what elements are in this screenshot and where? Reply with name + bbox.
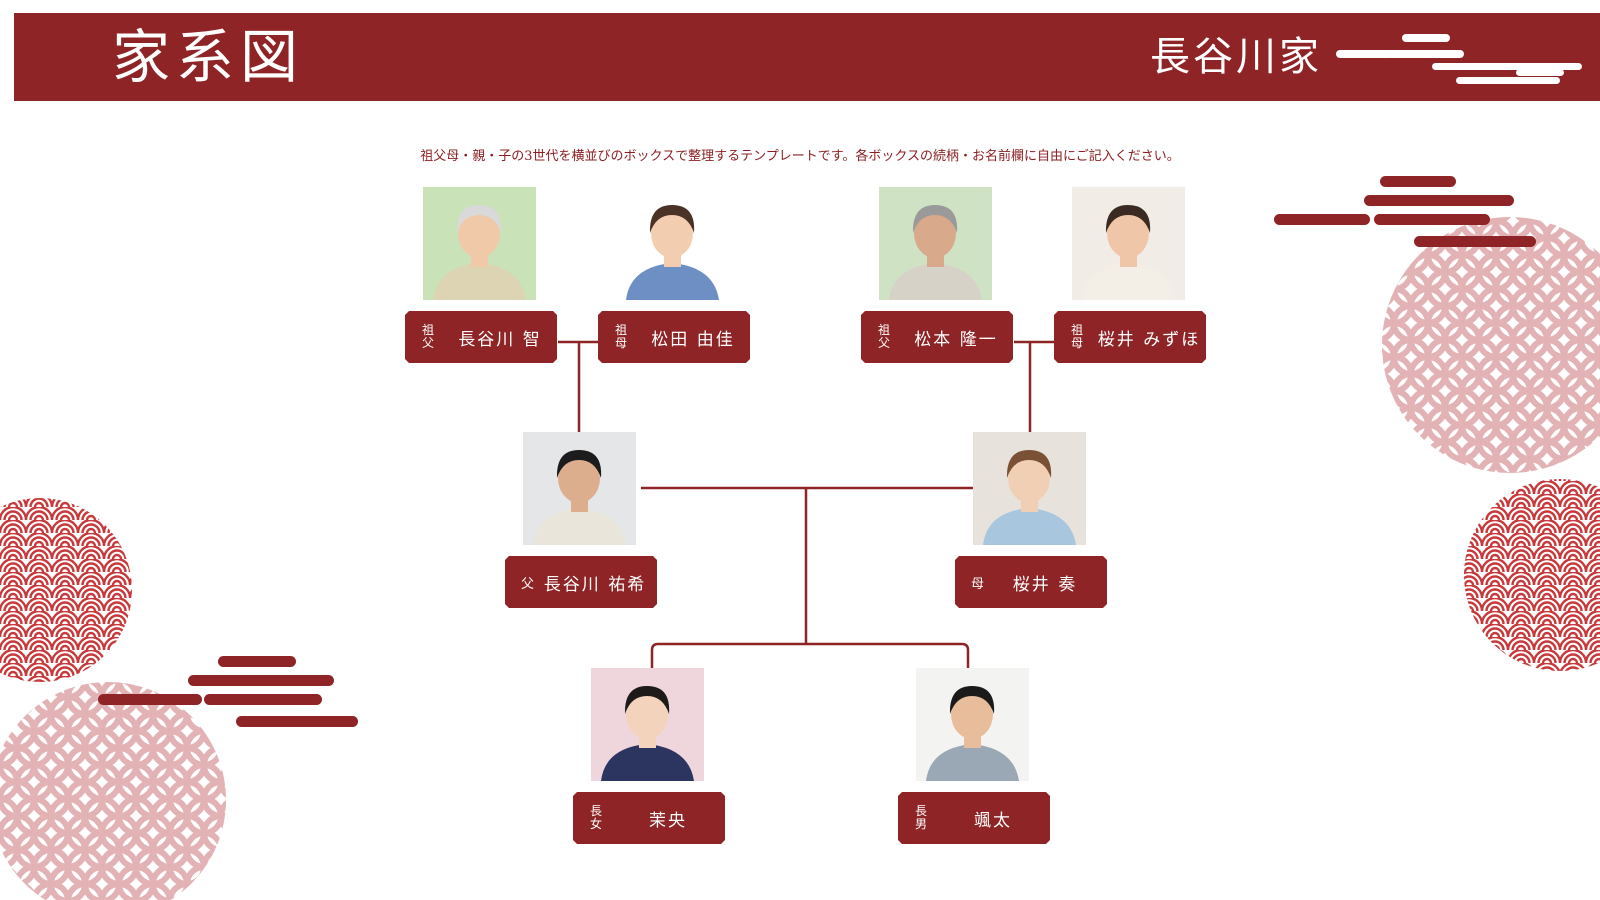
person-hair (649, 205, 695, 233)
portrait-photo (973, 432, 1086, 545)
relation-label: 祖父 (422, 323, 435, 350)
relation-label: 長女 (590, 804, 603, 831)
name-tag[interactable]: 母 桜井 奏 (955, 556, 1107, 608)
person-face (651, 208, 693, 258)
relation-label: 母 (971, 576, 985, 592)
children-branch-line (650, 642, 970, 668)
person-hair (1105, 205, 1151, 233)
person-hair (949, 686, 995, 714)
relation-label: 祖母 (615, 323, 628, 350)
person-body (433, 263, 526, 300)
portrait-photo (916, 668, 1029, 781)
person-hair (456, 205, 502, 233)
portrait-photo (879, 187, 992, 300)
person-hair (556, 450, 602, 478)
page-title: 家系図 (112, 23, 305, 91)
person-body (926, 744, 1019, 781)
name-tag[interactable]: 長女 茉央 (573, 792, 725, 844)
name-tag[interactable]: 祖父 松本 隆一 (861, 311, 1013, 363)
portrait-photo (1072, 187, 1185, 300)
family-name: 長谷川家 (1150, 34, 1322, 80)
header-bar: 家系図 長谷川家 (14, 13, 1600, 101)
name-tag[interactable]: 祖母 桜井 みずほ (1054, 311, 1206, 363)
seigaiha-circle-right (1464, 479, 1600, 671)
person-face (914, 208, 956, 258)
name-tag[interactable]: 祖母 松田 由佳 (598, 311, 750, 363)
person-body (983, 508, 1076, 545)
person-body (889, 263, 982, 300)
person-hair (1006, 450, 1052, 478)
person-body (1082, 263, 1175, 300)
shippo-circle-right (1382, 217, 1600, 473)
name-tag[interactable]: 父 長谷川 祐希 (505, 556, 657, 608)
person-name: 長谷川 祐希 (543, 574, 647, 595)
person-face (558, 453, 600, 503)
name-tag[interactable]: 長男 颯太 (898, 792, 1050, 844)
portrait-photo (616, 187, 729, 300)
person-name: 松田 由佳 (651, 329, 735, 350)
seigaiha-circle-left (0, 498, 132, 682)
cloud-motif-header (1336, 34, 1582, 84)
portrait-photo (523, 432, 636, 545)
person-hair (624, 686, 670, 714)
person-name: 茉央 (649, 810, 687, 831)
name-tag[interactable]: 祖父 長谷川 智 (405, 311, 557, 363)
person-body (533, 508, 626, 545)
person-face (458, 208, 500, 258)
person-body (626, 263, 719, 300)
relation-label: 長男 (915, 804, 928, 831)
person-body (601, 744, 694, 781)
person-face (1107, 208, 1149, 258)
relation-label: 父 (521, 576, 535, 592)
portrait-photo (423, 187, 536, 300)
shippo-circle-left (0, 682, 226, 900)
person-hair (912, 205, 958, 233)
person-name: 松本 隆一 (914, 329, 998, 350)
person-face (1008, 453, 1050, 503)
person-name: 長谷川 智 (458, 329, 542, 350)
intro-text: 祖父母・親・子の3世代を横並びのボックスで整理するテンプレートです。各ボックスの… (420, 149, 1180, 164)
portrait-photo (591, 668, 704, 781)
person-face (951, 689, 993, 739)
person-face (626, 689, 668, 739)
person-name: 颯太 (974, 810, 1012, 831)
relation-label: 祖父 (878, 323, 891, 350)
person-name: 桜井 奏 (1012, 574, 1078, 595)
cloud-motif-right (1274, 176, 1536, 247)
relation-label: 祖母 (1071, 323, 1084, 350)
person-name: 桜井 みずほ (1097, 329, 1201, 350)
cloud-motif-left (98, 656, 358, 727)
